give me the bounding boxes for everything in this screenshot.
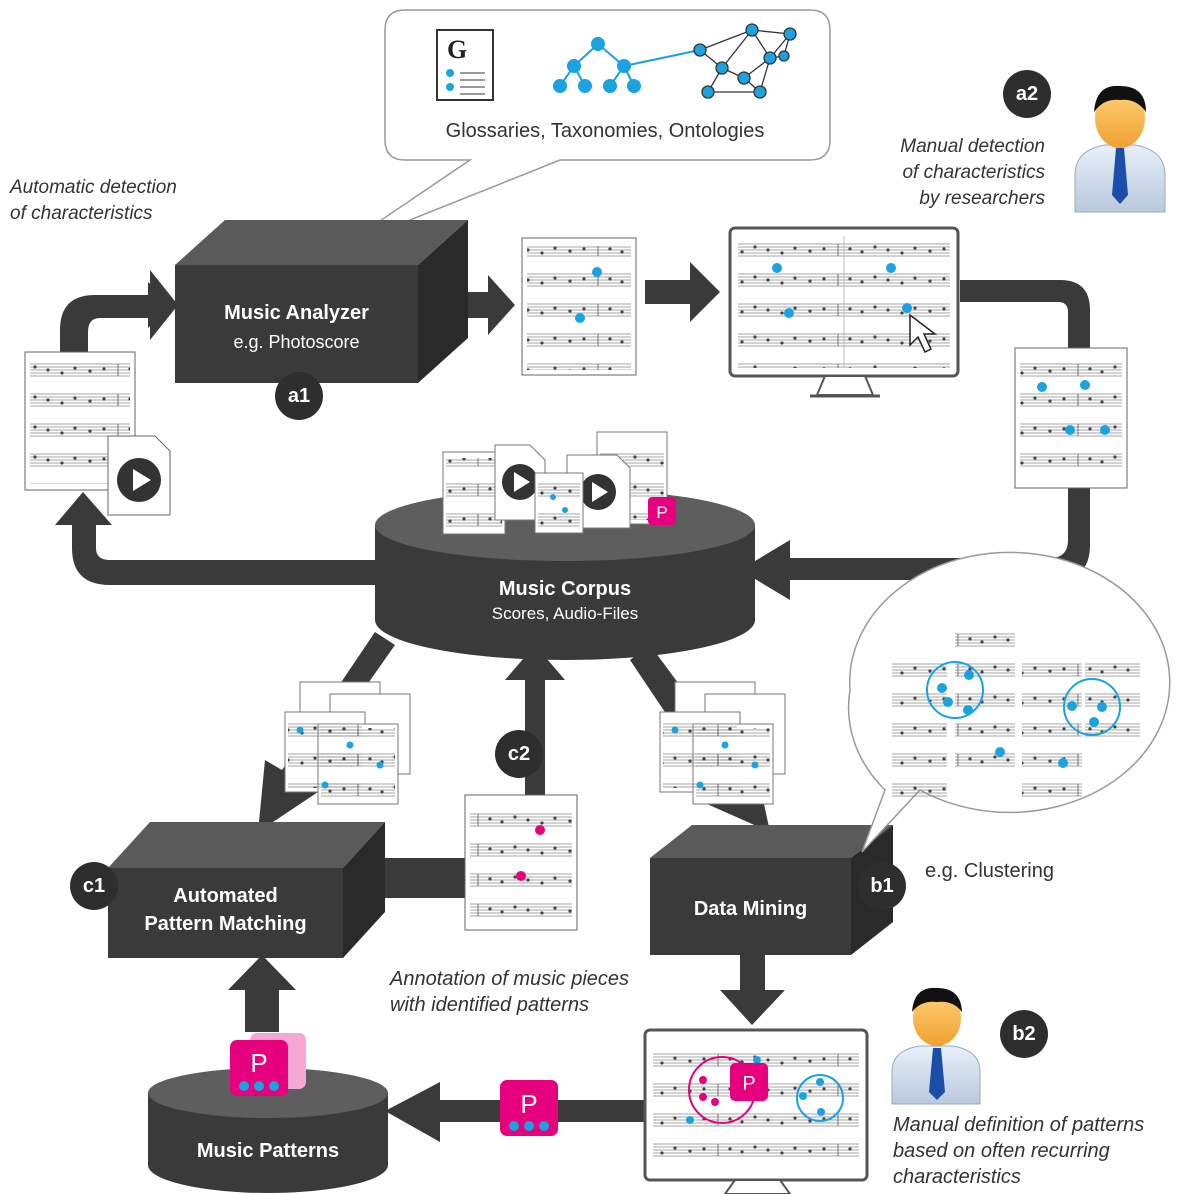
music-corpus-subtitle: Scores, Audio-Files	[491, 604, 639, 623]
music-analyzer-title: Music Analyzer	[224, 302, 369, 324]
audio-file-left	[107, 435, 171, 516]
svg-text:G: G	[447, 35, 467, 64]
clustering-label: e.g. Clustering	[925, 860, 1054, 882]
music-analyzer-box	[175, 220, 468, 383]
badge-c2: c2	[495, 730, 543, 778]
data-mining-title: Data Mining	[693, 898, 808, 920]
document-icon: G	[436, 29, 494, 101]
data-mining-box	[650, 825, 893, 955]
badge-b2: b2	[1000, 1010, 1048, 1058]
svg-text:P: P	[742, 1073, 755, 1095]
score-sheet-middle	[521, 237, 637, 376]
play-icon	[133, 469, 151, 491]
tree-icon	[553, 37, 701, 93]
svg-text:P: P	[250, 1048, 267, 1078]
monitor-bottom: P	[643, 1028, 869, 1194]
cursor-icon	[909, 313, 938, 354]
score-sheet-right	[1014, 347, 1128, 489]
score-stack-right	[659, 681, 786, 805]
manual-detect-label: Manual detection of characteristics by r…	[900, 136, 1045, 209]
svg-text:P: P	[656, 503, 667, 522]
music-patterns-title: Music Patterns	[196, 1140, 340, 1162]
manual-definition-label: Manual definition of patterns based on o…	[893, 1114, 1145, 1188]
pattern-matching-box	[108, 822, 385, 958]
person-icon	[1062, 84, 1174, 213]
monitor-top	[728, 226, 960, 398]
music-analyzer-subtitle: e.g. Photoscore	[233, 332, 360, 352]
pattern-icon-transfer: P	[500, 1080, 558, 1136]
pattern-matching-title: Automated Pattern Matching	[144, 885, 307, 935]
score-stack-left	[284, 681, 411, 805]
badge-c1: c1	[70, 862, 118, 910]
annotation-label: Annotation of music pieces with identifi…	[390, 968, 630, 1016]
svg-text:P: P	[520, 1089, 537, 1119]
badge-b1: b1	[858, 862, 906, 910]
person-icon	[889, 984, 989, 1105]
score-sheet-annotated	[464, 794, 578, 931]
clustering-bubble	[847, 551, 1171, 853]
pattern-icon: P	[230, 1033, 306, 1096]
music-corpus-title: Music Corpus	[498, 578, 632, 600]
auto-detect-label: Automatic detection of characteristics	[10, 177, 177, 224]
pattern-icon	[648, 497, 676, 525]
network-icon	[693, 23, 797, 99]
badge-a2: a2	[1003, 70, 1051, 118]
corpus-files: P	[442, 431, 676, 535]
bubble-label: Glossaries, Taxonomies, Ontologies	[445, 120, 765, 142]
badge-a1: a1	[275, 372, 323, 420]
